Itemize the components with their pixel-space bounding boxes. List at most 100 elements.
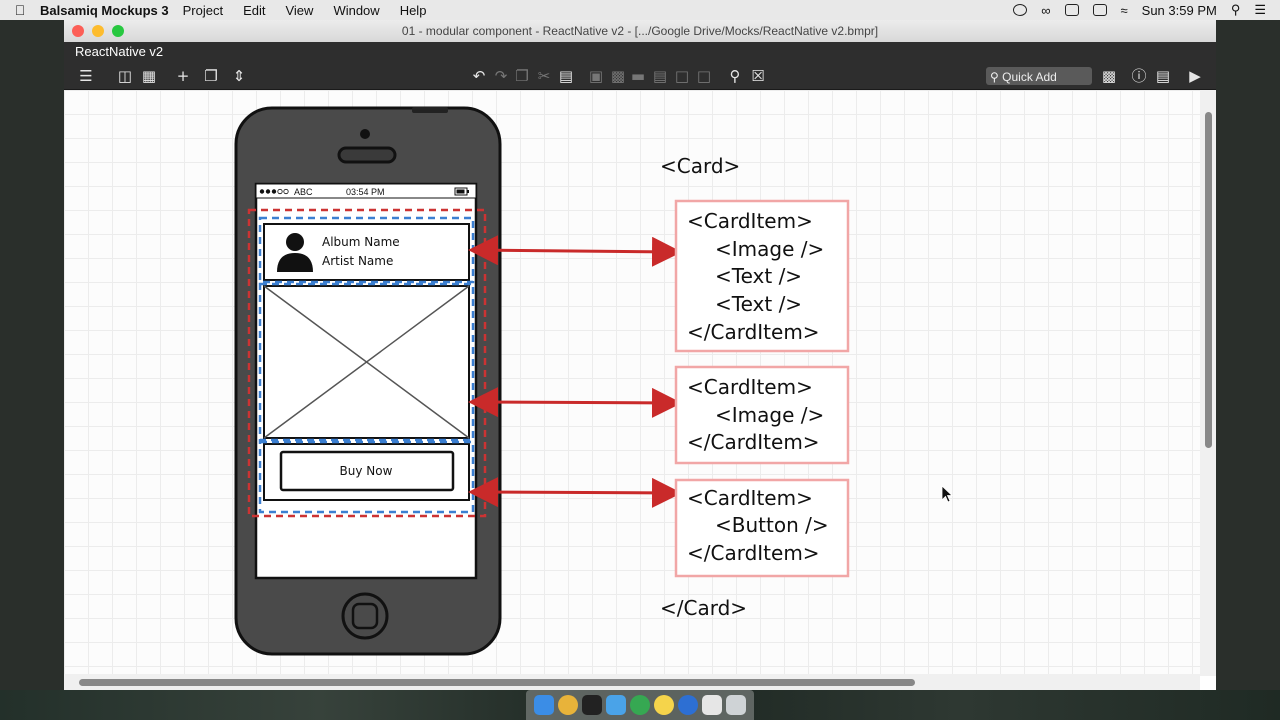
menu-edit[interactable]: Edit: [243, 2, 266, 18]
paste-icon[interactable]: ▤: [558, 67, 574, 85]
lock-icon[interactable]: □: [674, 67, 690, 85]
play-icon[interactable]: ▶: [1189, 67, 1201, 85]
signal-dots-icon: [259, 188, 289, 195]
status-carrier: ABC: [294, 187, 313, 197]
copy-icon[interactable]: ❐: [515, 67, 529, 85]
chrome-icon[interactable]: [558, 695, 578, 715]
card-open-tag[interactable]: <Card>: [660, 154, 740, 178]
group-icon[interactable]: ▣: [588, 67, 604, 85]
code-line: <Button />: [715, 513, 829, 537]
toolbar: ☰ ◫ ▦ + ❐ ⇕ ↶ ↷ ❐ ✂ ▤ ▣ ▩ ▬ ▤ □ □ ⚲ ☒ ⚲ …: [64, 62, 1216, 90]
code-box-1[interactable]: [674, 199, 850, 353]
finder-icon[interactable]: [534, 695, 554, 715]
menu-view[interactable]: View: [285, 2, 314, 18]
terminal-icon[interactable]: [582, 695, 602, 715]
emoji-app-icon[interactable]: [654, 695, 674, 715]
card-outline-red: [247, 208, 487, 518]
window-title: 01 - modular component - ReactNative v2 …: [401, 24, 879, 38]
phone-speaker: [337, 146, 397, 164]
battery-icon[interactable]: [1092, 4, 1107, 16]
close-window-button[interactable]: [72, 25, 84, 37]
notification-center-icon[interactable]: ☰: [1254, 2, 1266, 17]
glasses-icon[interactable]: ∞: [1041, 2, 1051, 18]
quick-add-input[interactable]: ⚲ Quick Add: [986, 67, 1092, 85]
arrow-3: [468, 477, 682, 508]
distribute-icon[interactable]: ▤: [652, 67, 668, 85]
code-line: <CardItem>: [687, 486, 813, 510]
project-name: ReactNative v2: [64, 42, 1216, 62]
arrow-2: [468, 387, 682, 418]
trash-icon[interactable]: [726, 695, 746, 715]
delete-icon[interactable]: □: [696, 67, 712, 85]
sort-icon[interactable]: ⇕: [232, 67, 246, 85]
code-line: <Image />: [715, 237, 824, 261]
status-battery-icon: [454, 187, 469, 196]
artist-name-text: Artist Name: [322, 254, 393, 268]
carditem-outline-2: [258, 282, 475, 442]
quick-add-label: Quick Add: [1002, 69, 1057, 84]
vertical-scrollbar[interactable]: [1200, 90, 1216, 676]
mouse-cursor-icon: [941, 485, 954, 503]
menu-project[interactable]: Project: [182, 2, 224, 18]
presentation-icon[interactable]: ▩: [1101, 67, 1117, 85]
zoom-icon[interactable]: ⚲: [729, 67, 741, 85]
layers-icon[interactable]: ❐: [204, 67, 218, 85]
code-line: <Text />: [715, 264, 802, 288]
card-close-tag[interactable]: </Card>: [660, 596, 747, 620]
buy-now-label: Buy Now: [340, 464, 393, 478]
app-menu[interactable]: Balsamiq Mockups 3: [40, 2, 169, 18]
minimize-window-button[interactable]: [92, 25, 104, 37]
horizontal-scrollbar[interactable]: [64, 674, 1200, 690]
cut-icon[interactable]: ✂: [537, 67, 551, 85]
code-line: <CardItem>: [687, 375, 813, 399]
code-editor-icon[interactable]: [606, 695, 626, 715]
toggle-navigator-icon[interactable]: ◫: [117, 67, 133, 85]
menu-window[interactable]: Window: [333, 2, 380, 18]
airplay-icon[interactable]: [1064, 4, 1079, 16]
code-line: </CardItem>: [687, 541, 820, 565]
carditem-outline-3: [258, 440, 475, 514]
hamburger-menu-icon[interactable]: ☰: [79, 67, 93, 85]
add-icon[interactable]: +: [176, 67, 190, 85]
mockup-canvas[interactable]: ABC 03:54 PM Album Name Artist Name: [64, 90, 1200, 676]
search-icon: ⚲: [990, 69, 999, 84]
arrow-1: [468, 235, 682, 267]
redo-icon[interactable]: ↷: [494, 67, 508, 85]
macos-menu-bar:  Balsamiq Mockups 3 Project Edit View W…: [0, 0, 1280, 20]
user-avatar-icon: [277, 233, 313, 272]
menu-help[interactable]: Help: [399, 2, 427, 18]
code-box-3[interactable]: [674, 478, 850, 578]
align-icon[interactable]: ▬: [630, 67, 646, 85]
wifi-icon[interactable]: ≈: [1120, 2, 1128, 18]
image-placeholder[interactable]: [263, 285, 470, 439]
code-line: </CardItem>: [687, 430, 820, 454]
clock-text[interactable]: Sun 3:59 PM: [1141, 2, 1217, 18]
vertical-scroll-thumb[interactable]: [1205, 112, 1212, 448]
iphone-mockup[interactable]: ABC 03:54 PM Album Name Artist Name: [234, 106, 502, 656]
browser-icon[interactable]: [678, 695, 698, 715]
undo-icon[interactable]: ↶: [472, 67, 486, 85]
code-line: <Text />: [715, 292, 802, 316]
horizontal-scroll-thumb[interactable]: [79, 679, 915, 686]
code-line: </CardItem>: [687, 320, 820, 344]
buy-now-button[interactable]: [279, 450, 455, 492]
window-titlebar: 01 - modular component - ReactNative v2 …: [64, 20, 1216, 42]
list-icon[interactable]: ▤: [1155, 67, 1171, 85]
ungroup-icon[interactable]: ▩: [610, 67, 626, 85]
code-box-2[interactable]: [674, 365, 850, 465]
app-store-icon[interactable]: [630, 695, 650, 715]
fit-icon[interactable]: ☒: [751, 67, 765, 85]
phone-home-button: [341, 592, 389, 640]
zoom-window-button[interactable]: [112, 25, 124, 37]
balsamiq-window: 01 - modular component - ReactNative v2 …: [64, 20, 1216, 690]
phone-camera: [360, 129, 370, 139]
canvas-drawing: ABC 03:54 PM Album Name Artist Name: [234, 106, 954, 656]
grid-view-icon[interactable]: ▦: [141, 67, 157, 85]
apple-menu-icon[interactable]: : [0, 2, 40, 18]
record-icon[interactable]: [1013, 4, 1028, 16]
documents-icon[interactable]: [702, 695, 722, 715]
info-icon[interactable]: ⓘ: [1131, 67, 1147, 85]
code-line: <Image />: [715, 403, 824, 427]
album-name-text: Album Name: [322, 235, 400, 249]
spotlight-search-icon[interactable]: ⚲: [1230, 2, 1241, 17]
